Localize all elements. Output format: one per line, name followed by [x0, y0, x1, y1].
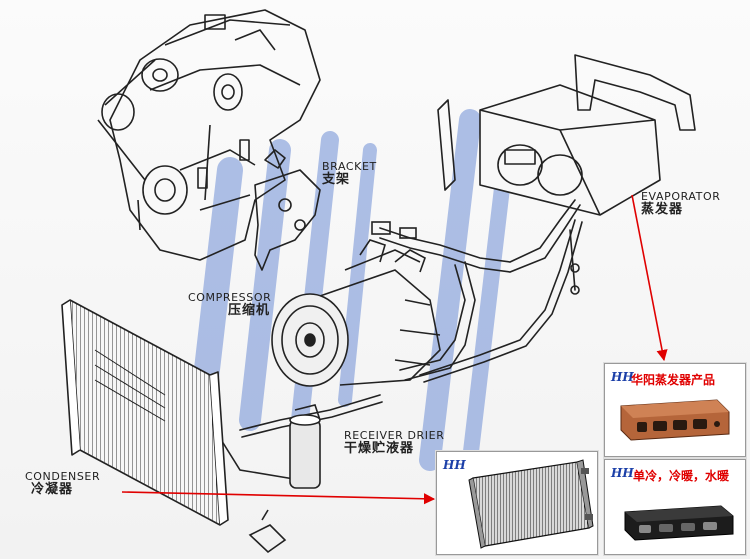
brand-logo-icon: HH [611, 370, 634, 384]
label-compressor: COMPRESSOR 压缩机 [188, 292, 271, 317]
label-receiver-drier-zh: 干燥贮液器 [344, 440, 415, 456]
evaporator-arrow [631, 194, 668, 362]
label-evaporator: EVAPORATOR 蒸发器 [641, 191, 720, 216]
evaporator-types-title: 单冷，冷暖，水暖 [633, 469, 730, 483]
label-receiver-drier: RECEIVER DRIER 干燥贮液器 [344, 430, 444, 455]
engine-drawing [97, 9, 321, 261]
evaporator-products-title: 华阳蒸发器产品 [631, 373, 716, 387]
label-receiver-drier-en: RECEIVER DRIER [344, 429, 445, 442]
label-evaporator-en: EVAPORATOR [641, 190, 721, 203]
label-bracket-en: BRACKET [322, 160, 377, 173]
brand-logo-icon: HH [443, 458, 466, 472]
label-compressor-zh: 压缩机 [228, 302, 271, 318]
evaporator-drawing [437, 54, 696, 216]
condenser-product-photo [468, 459, 594, 549]
condenser-arrow [121, 491, 436, 505]
compressor-drawing [271, 239, 441, 387]
bracket-drawing [254, 149, 321, 271]
label-evaporator-zh: 蒸发器 [641, 201, 684, 217]
evaporator-product-photo [620, 399, 730, 441]
brand-logo-icon: HH [611, 466, 634, 480]
fittings-drawing [248, 509, 287, 554]
label-condenser-zh: 冷凝器 [31, 481, 74, 497]
evaporator-products-panel: HH 华阳蒸发器产品 [604, 363, 746, 457]
label-condenser-en: CONDENSER [25, 470, 101, 483]
condenser-product-panel: HH [436, 451, 598, 555]
label-condenser: CONDENSER 冷凝器 [25, 471, 100, 496]
label-compressor-en: COMPRESSOR [188, 291, 272, 304]
label-bracket: BRACKET 支架 [322, 161, 377, 186]
evaporator-types-panel: HH 单冷，冷暖，水暖 [604, 459, 746, 555]
callout-arrows [121, 194, 668, 505]
label-bracket-zh: 支架 [322, 171, 351, 187]
evaporator-black-unit-photo [624, 505, 734, 541]
condenser-drawing [61, 299, 229, 526]
receiver-drier-drawing [289, 404, 321, 489]
